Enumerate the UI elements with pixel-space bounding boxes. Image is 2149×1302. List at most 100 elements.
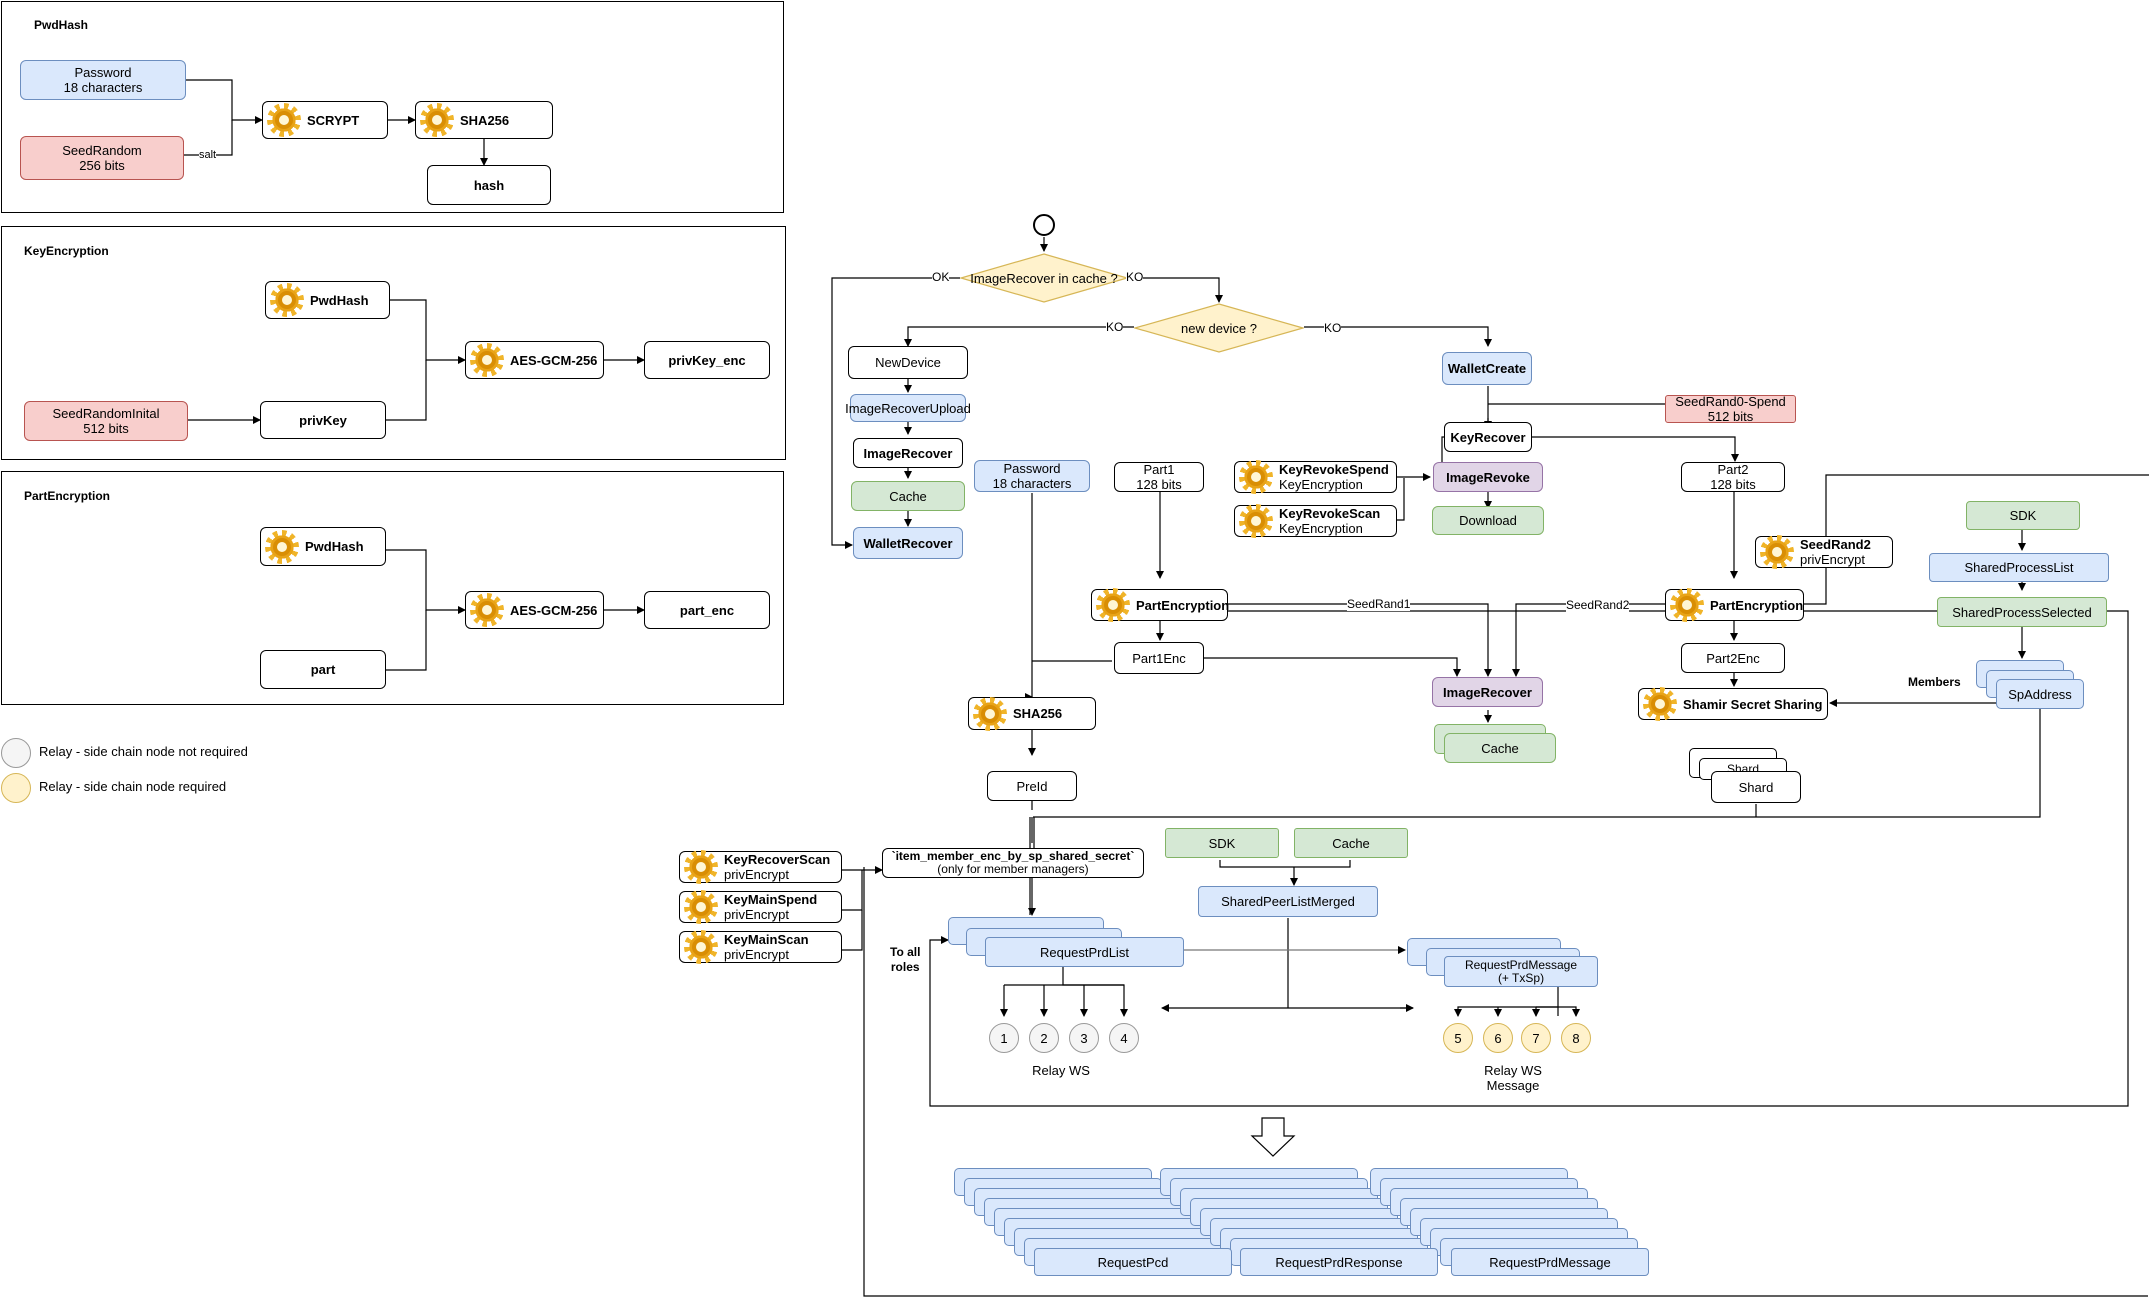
imagerevoke-node[interactable]: ImageRevoke [1433, 462, 1543, 492]
walletcreate-node[interactable]: WalletCreate [1442, 352, 1532, 385]
cache-bottom-node[interactable]: Cache [1294, 828, 1408, 858]
relay-node-3[interactable]: 3 [1069, 1023, 1099, 1053]
imagerevoke-label: ImageRevoke [1446, 469, 1530, 485]
part2enc-label: Part2Enc [1706, 650, 1760, 666]
ke-pwdhash-node[interactable]: PwdHash [265, 281, 390, 319]
preid-label: PreId [1016, 778, 1048, 794]
part-node[interactable]: part [260, 650, 386, 689]
part1-node[interactable]: Part1 128 bits [1114, 462, 1204, 492]
requestpcd-label: RequestPcd [1097, 1254, 1169, 1270]
partencryption-node-1[interactable]: PartEncryption [1091, 588, 1229, 622]
relay-6-label: 6 [1494, 1030, 1502, 1046]
imagerecover-center-node[interactable]: ImageRecover [1432, 677, 1543, 707]
edge-label-seedrand2: SeedRand2 [1566, 598, 1630, 612]
relay-2-label: 2 [1040, 1030, 1048, 1046]
decision-new-device[interactable]: new device ? [1134, 303, 1304, 353]
aes-node-1[interactable]: AES-GCM-256 [465, 341, 604, 379]
requestprdresponse-node[interactable]: RequestPrdResponse [1240, 1248, 1438, 1276]
shard-node[interactable]: Shard [1711, 771, 1801, 803]
gear-icon [267, 103, 301, 137]
decision-imagerecover-cache[interactable]: ImageRecover in cache ? [960, 253, 1128, 303]
seedinit-label: SeedRandomInital [52, 406, 160, 421]
decision-shape [960, 253, 1128, 303]
cache-left-node[interactable]: Cache [851, 481, 965, 511]
password-node[interactable]: Password 18 characters [20, 60, 186, 100]
relay-node-4[interactable]: 4 [1109, 1023, 1139, 1053]
aes-node-2[interactable]: AES-GCM-256 [465, 591, 604, 629]
relay-8-label: 8 [1572, 1030, 1580, 1046]
sha256-node-b[interactable]: SHA256 [968, 696, 1096, 731]
gear-icon [1239, 504, 1273, 538]
members-label: Members [1908, 675, 1961, 689]
requestprdmessage-bottom-node[interactable]: RequestPrdMessage [1451, 1248, 1649, 1276]
sdk-bottom-node[interactable]: SDK [1165, 828, 1279, 858]
sharedprocessselected-node[interactable]: SharedProcessSelected [1937, 597, 2107, 627]
kmspend-sub: privEncrypt [724, 907, 790, 922]
sdk-right-node[interactable]: SDK [1966, 501, 2080, 530]
relay-node-7[interactable]: 7 [1521, 1023, 1551, 1053]
seedrand0-node[interactable]: SeedRand0-Spend 512 bits [1665, 394, 1796, 424]
item-member-node[interactable]: `item_member_enc_by_sp_shared_secret` (o… [882, 848, 1144, 878]
walletrecover-node[interactable]: WalletRecover [853, 527, 963, 559]
to-all-roles-label: To all roles [890, 945, 920, 975]
part-enc-node[interactable]: part_enc [644, 591, 770, 629]
part2-node[interactable]: Part2 128 bits [1681, 462, 1785, 492]
requestpcd-node[interactable]: RequestPcd [1034, 1248, 1232, 1276]
download-node[interactable]: Download [1432, 506, 1544, 535]
aes-label-2: AES-GCM-256 [510, 602, 598, 618]
privkey-node[interactable]: privKey [260, 401, 386, 439]
rpm-sub: (+ TxSp) [1497, 970, 1545, 985]
spaddress-node[interactable]: SpAddress [1996, 679, 2084, 709]
relay-node-6[interactable]: 6 [1483, 1023, 1513, 1053]
legend-circle-required [1, 773, 31, 803]
kmscan-label: KeyMainScan [724, 932, 809, 947]
requestprdlist-node[interactable]: RequestPrdList [985, 937, 1184, 967]
relay-node-8[interactable]: 8 [1561, 1023, 1591, 1053]
frame-keyencryption [1, 226, 786, 460]
gear-icon [1670, 588, 1704, 622]
requestprdmessage-node[interactable]: RequestPrdMessage (+ TxSp) [1444, 956, 1598, 987]
sdk-bottom-label: SDK [1208, 835, 1236, 851]
gear-icon [270, 283, 304, 317]
relay-3-label: 3 [1080, 1030, 1088, 1046]
hash-node[interactable]: hash [427, 165, 551, 205]
aes-label-1: AES-GCM-256 [510, 352, 598, 368]
keyrecover-node[interactable]: KeyRecover [1444, 422, 1532, 452]
relay-node-1[interactable]: 1 [989, 1023, 1019, 1053]
preid-node[interactable]: PreId [987, 771, 1077, 801]
seedrandom-label: SeedRandom [62, 143, 142, 158]
sha256-node-a[interactable]: SHA256 [415, 101, 553, 139]
seedrandom-node[interactable]: SeedRandom 256 bits [20, 136, 184, 180]
download-label: Download [1459, 513, 1517, 528]
scrypt-node[interactable]: SCRYPT [262, 101, 388, 139]
start-node [1033, 214, 1055, 236]
relay-node-5[interactable]: 5 [1443, 1023, 1473, 1053]
seedrand0-sub: 512 bits [1707, 409, 1754, 424]
seedinit-node[interactable]: SeedRandomInital 512 bits [24, 401, 188, 441]
privkey-enc-node[interactable]: privKey_enc [644, 341, 770, 379]
sharedpeerlistmerged-node[interactable]: SharedPeerListMerged [1198, 886, 1378, 917]
newdevice-node[interactable]: NewDevice [848, 346, 968, 379]
imagerecover-left-node[interactable]: ImageRecover [853, 438, 963, 468]
gear-icon [265, 529, 299, 564]
partencryption-node-2[interactable]: PartEncryption [1665, 588, 1804, 622]
shard-label: Shard [1738, 779, 1774, 795]
part2enc-node[interactable]: Part2Enc [1681, 643, 1785, 673]
cache-center-node[interactable]: Cache [1444, 733, 1556, 763]
requestprdresponse-label: RequestPrdResponse [1275, 1254, 1403, 1270]
shamir-node[interactable]: Shamir Secret Sharing [1638, 687, 1828, 721]
sharedprocesslist-node[interactable]: SharedProcessList [1929, 553, 2109, 582]
relay-node-2[interactable]: 2 [1029, 1023, 1059, 1053]
pe-pwdhash-node[interactable]: PwdHash [260, 527, 386, 566]
password-node-2[interactable]: Password 18 characters [974, 460, 1090, 492]
part2-sub: 128 bits [1710, 477, 1756, 492]
imagerecoverupload-node[interactable]: ImageRecoverUpload [845, 394, 971, 422]
part1enc-node[interactable]: Part1Enc [1114, 642, 1204, 674]
frame-pwdhash [1, 1, 784, 213]
